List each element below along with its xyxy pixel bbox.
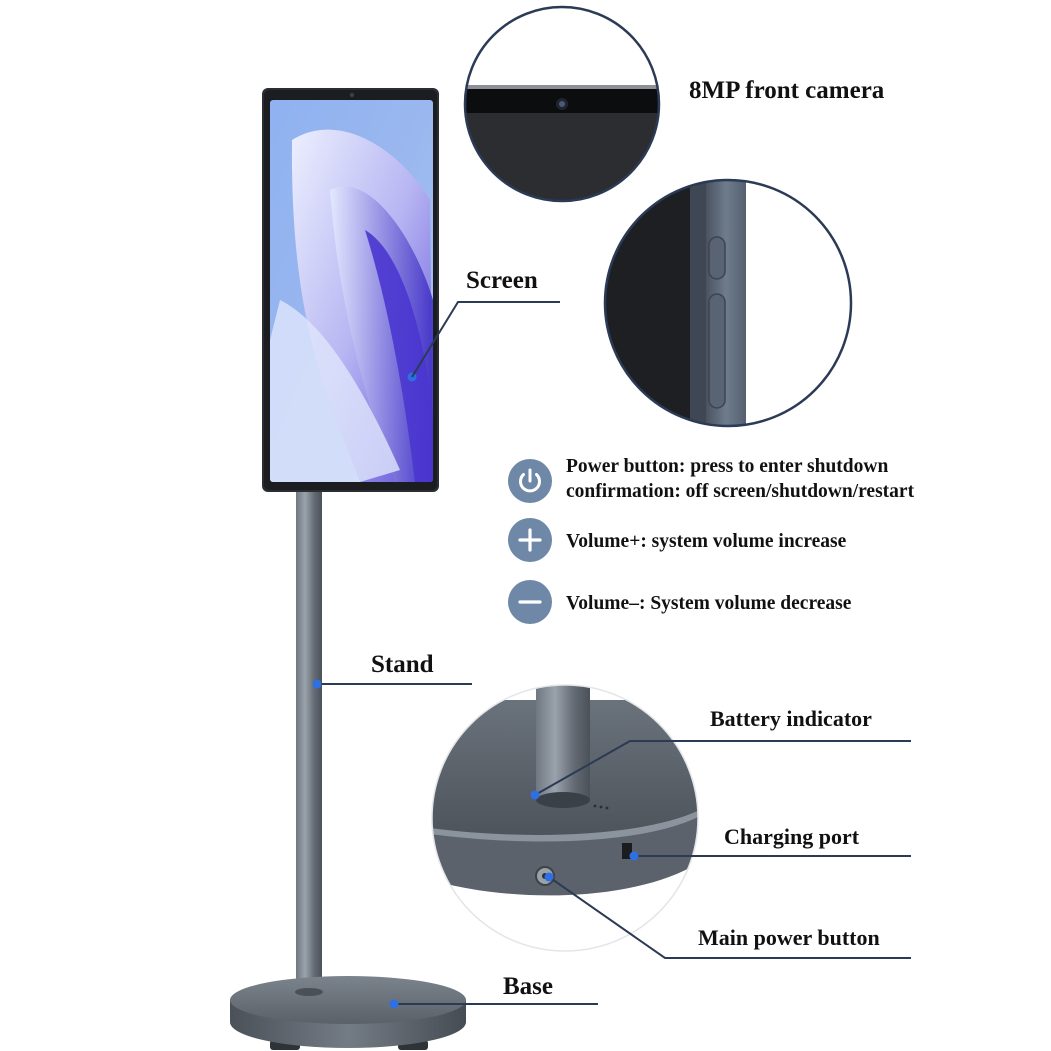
camera-zoom [463, 5, 661, 203]
feature-power-line1: Power button: press to enter shutdown [566, 456, 889, 477]
label-screen: Screen [466, 267, 538, 294]
feature-power-line2: confirmation: off screen/shutdown/restar… [566, 481, 915, 502]
base-zoom [431, 684, 699, 952]
display-panel [262, 88, 439, 492]
leader-lines [317, 301, 911, 1005]
plus-icon [508, 518, 552, 562]
power-icon [508, 459, 552, 503]
base-disk [230, 976, 466, 1050]
label-camera: 8MP front camera [689, 77, 885, 104]
label-base: Base [503, 973, 553, 1000]
callout-dots [312, 679, 639, 1009]
stand-pole [296, 488, 322, 998]
feature-volume-down: Volume–: System volume decrease [508, 580, 1028, 628]
feature-volume-up: Volume+: system volume increase [508, 518, 1028, 566]
label-main-power: Main power button [698, 925, 880, 950]
feature-volume-up-text: Volume+: system volume increase [566, 531, 847, 552]
minus-icon [508, 580, 552, 624]
feature-power: Power button: press to enter shutdown co… [508, 456, 1028, 509]
side-buttons-zoom [603, 178, 853, 428]
label-stand: Stand [371, 651, 434, 678]
label-battery: Battery indicator [710, 706, 872, 731]
feature-volume-down-text: Volume–: System volume decrease [566, 593, 852, 614]
label-charging: Charging port [724, 824, 860, 849]
